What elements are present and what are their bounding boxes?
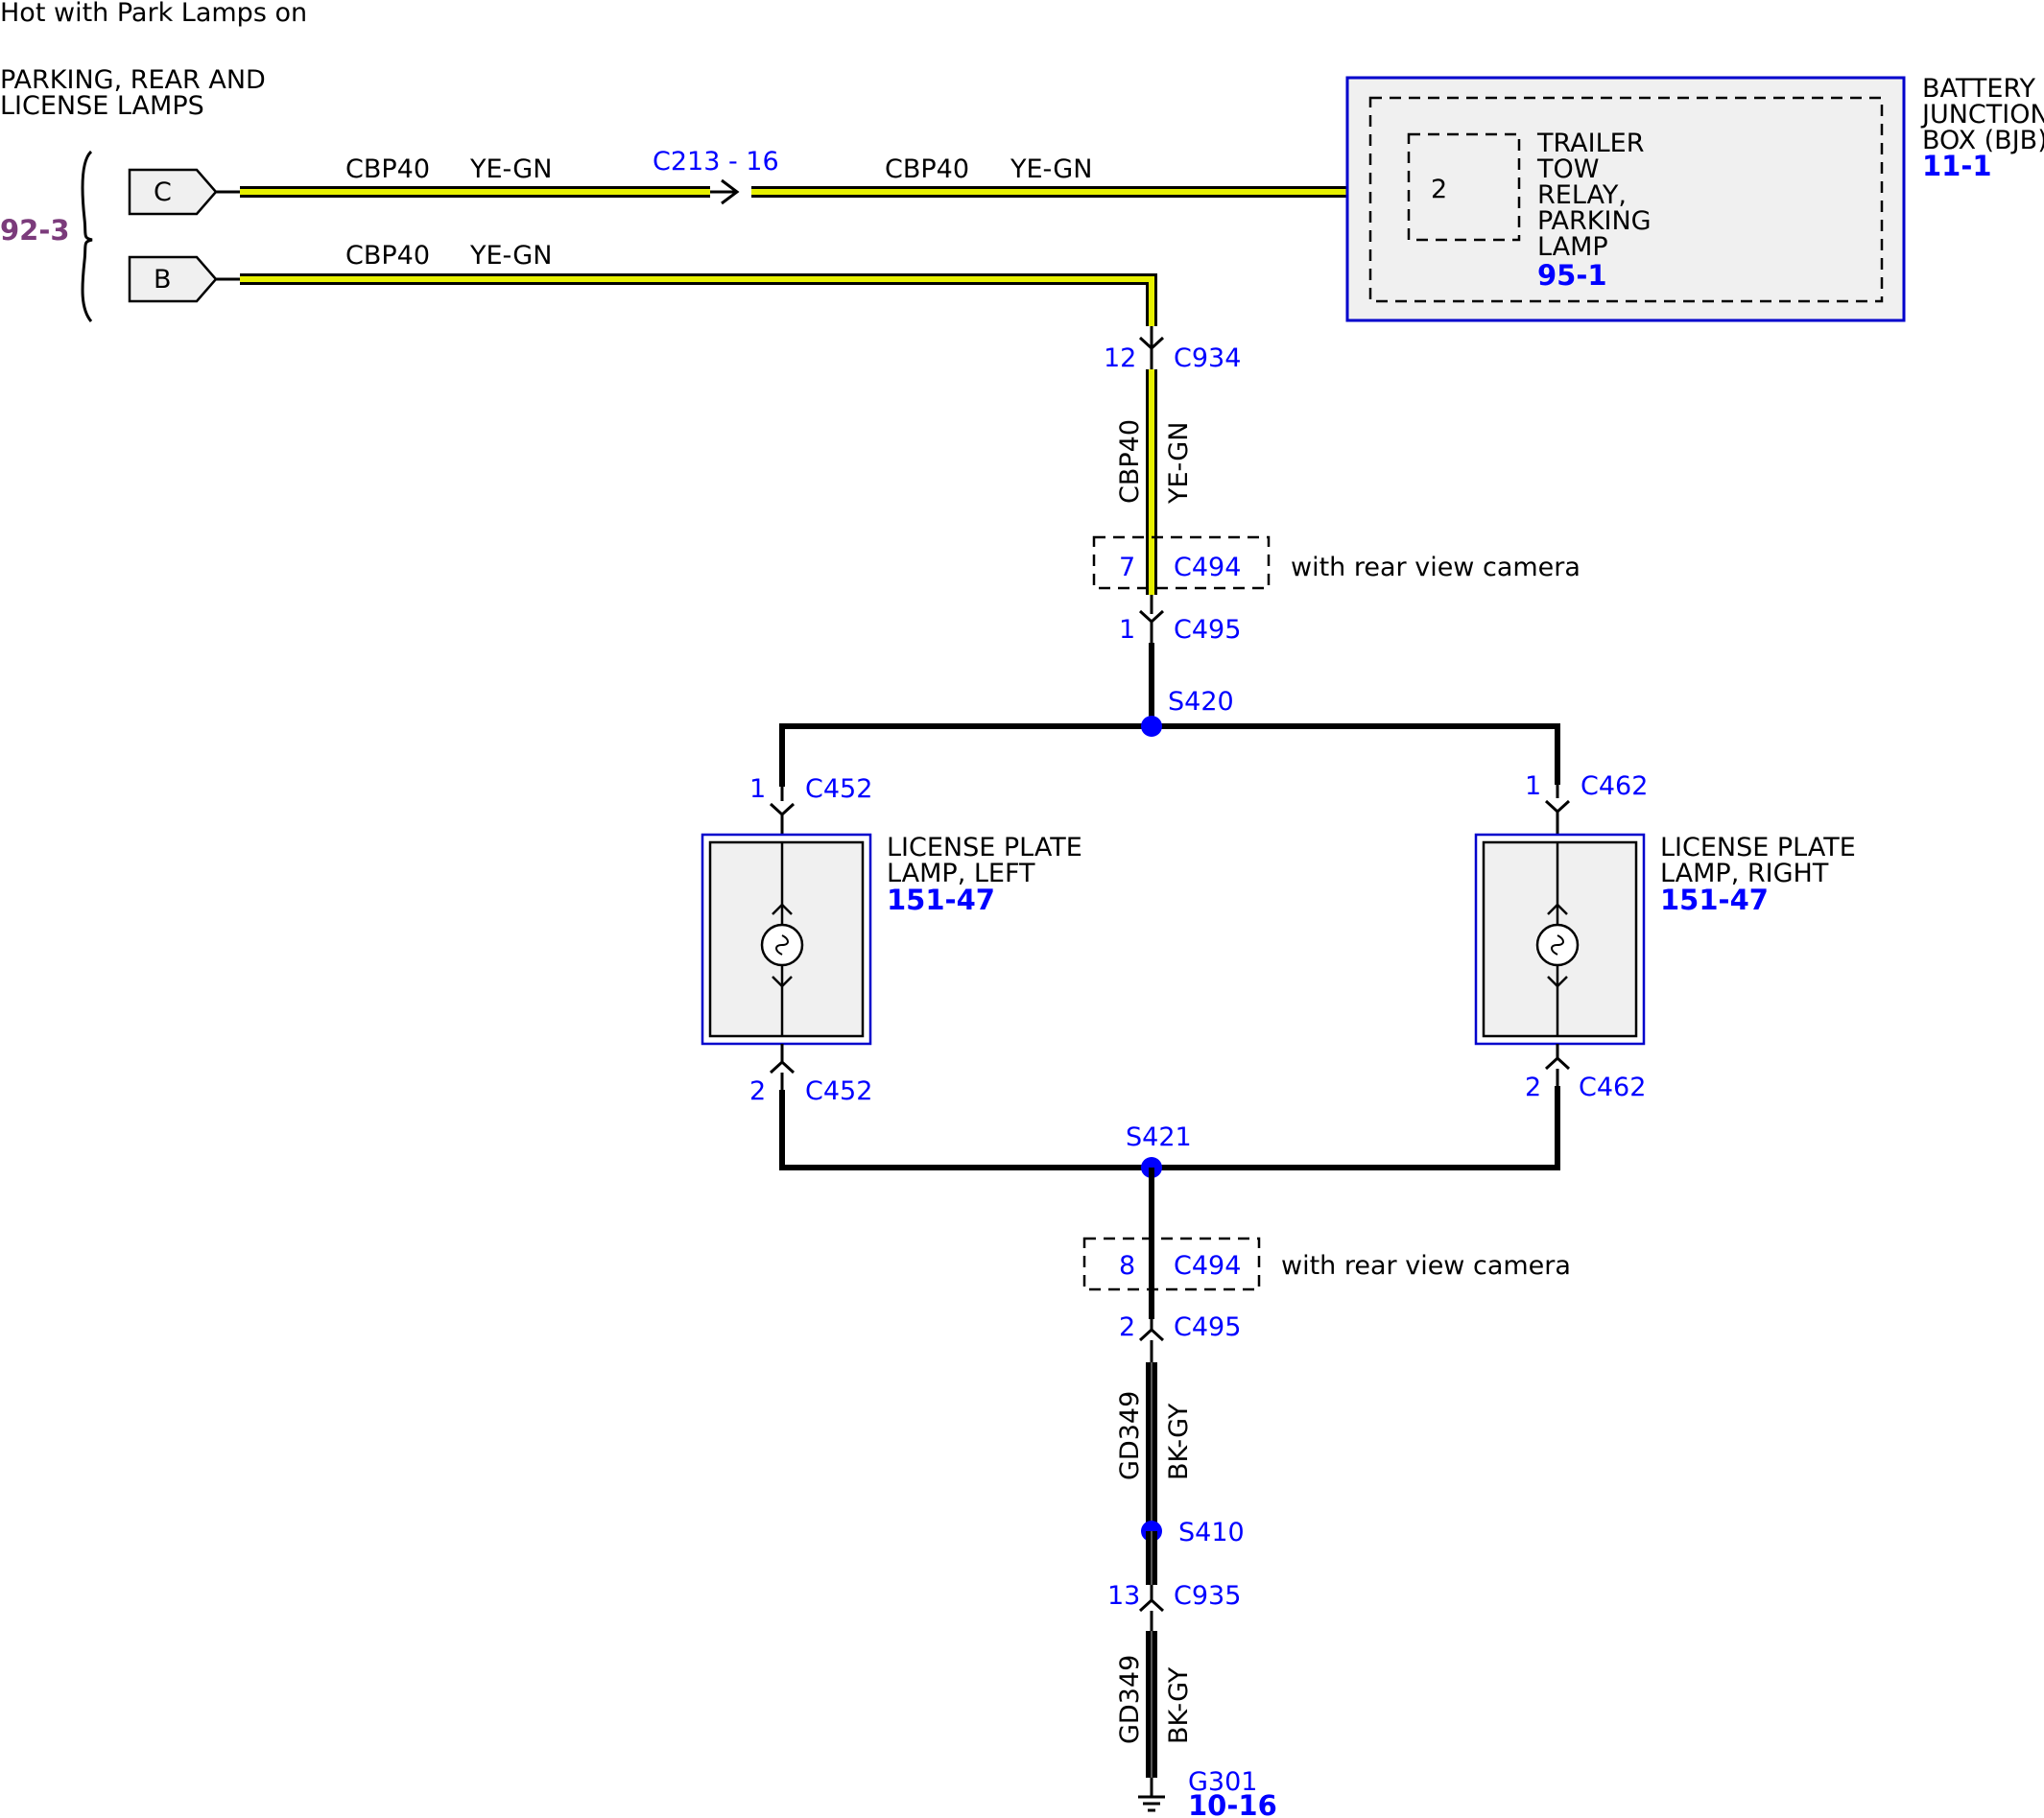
c462-top-name[interactable]: C462 bbox=[1581, 771, 1648, 801]
connector-c935[interactable] bbox=[1138, 1585, 1165, 1631]
connector-c452-bottom[interactable] bbox=[769, 1044, 796, 1090]
source-ref[interactable]: 92-3 bbox=[0, 214, 70, 247]
wire-vertical-circuit: CBP40 bbox=[1115, 419, 1145, 504]
splice-s420[interactable] bbox=[1141, 716, 1162, 737]
wire-gd-upper-color: BK-GY bbox=[1164, 1403, 1194, 1480]
c494-bot-name[interactable]: C494 bbox=[1174, 1251, 1241, 1281]
c494-bot-note: with rear view camera bbox=[1281, 1251, 1571, 1281]
pin-b: B bbox=[128, 255, 218, 303]
ground-name[interactable]: G301 bbox=[1188, 1767, 1257, 1797]
s421-label[interactable]: S421 bbox=[1126, 1122, 1192, 1152]
pin-c: C bbox=[128, 168, 218, 216]
relay-line3: RELAY, bbox=[1537, 180, 1627, 210]
bjb-line3: BOX (BJB) bbox=[1922, 126, 2044, 155]
lamp-left-ref[interactable]: 151-47 bbox=[887, 884, 995, 916]
ground-icon bbox=[1138, 1778, 1165, 1812]
wire-upper-right-circuit: CBP40 bbox=[885, 154, 969, 184]
wire-upper-color: YE-GN bbox=[469, 154, 552, 184]
wire-vertical-color: YE-GN bbox=[1164, 422, 1194, 505]
c934-pin: 12 bbox=[1104, 343, 1136, 373]
wire-gd-upper-circuit: GD349 bbox=[1115, 1391, 1145, 1480]
relay-line5: LAMP bbox=[1537, 232, 1608, 262]
c452-bot-pin: 2 bbox=[749, 1076, 766, 1106]
wire-gd-lower-color: BK-GY bbox=[1164, 1666, 1194, 1744]
relay-line4: PARKING bbox=[1537, 206, 1652, 236]
bjb-line1: BATTERY bbox=[1922, 74, 2036, 104]
wire-gd-lower-circuit: GD349 bbox=[1115, 1655, 1145, 1744]
c935-pin: 13 bbox=[1107, 1581, 1140, 1611]
pin-c-label: C bbox=[154, 177, 172, 207]
lamp-right-line1: LICENSE PLATE bbox=[1660, 833, 1856, 862]
c495-bot-pin: 2 bbox=[1119, 1312, 1135, 1342]
s420-label[interactable]: S420 bbox=[1168, 687, 1234, 717]
connector-c495-bottom[interactable] bbox=[1138, 1319, 1165, 1362]
wire-s420-branches bbox=[779, 723, 1560, 787]
license-plate-lamp-right[interactable] bbox=[1474, 833, 1646, 1046]
c495-top-name[interactable]: C495 bbox=[1174, 615, 1241, 645]
c462-bot-pin: 2 bbox=[1525, 1073, 1541, 1102]
c494-bottom-box[interactable] bbox=[1082, 1237, 1261, 1291]
wire-upper-circuit: CBP40 bbox=[345, 154, 430, 184]
connector-c495-top[interactable] bbox=[1138, 595, 1165, 643]
c495-bot-name[interactable]: C495 bbox=[1174, 1312, 1241, 1342]
relay-box[interactable] bbox=[1407, 132, 1521, 242]
relay-line1: TRAILER bbox=[1536, 129, 1644, 158]
bjb-ref[interactable]: 11-1 bbox=[1922, 150, 1992, 182]
connector-c462-bottom[interactable] bbox=[1544, 1044, 1571, 1086]
c494-top-pin: 7 bbox=[1119, 553, 1135, 582]
c494-bot-pin: 8 bbox=[1119, 1251, 1135, 1281]
lamp-left-line1: LICENSE PLATE bbox=[887, 833, 1082, 862]
lamp-right-line2: LAMP, RIGHT bbox=[1660, 859, 1829, 888]
source-label-line1: PARKING, REAR AND bbox=[0, 65, 266, 95]
wire-lower-color: YE-GN bbox=[469, 241, 552, 271]
ground-ref[interactable]: 10-16 bbox=[1188, 1789, 1277, 1818]
c452-bot-name[interactable]: C452 bbox=[805, 1076, 872, 1106]
wire-upper-right-color: YE-GN bbox=[1010, 154, 1092, 184]
c934-name[interactable]: C934 bbox=[1174, 343, 1241, 373]
c494-top-box[interactable] bbox=[1092, 535, 1271, 590]
pin-b-label: B bbox=[154, 265, 172, 295]
c935-name[interactable]: C935 bbox=[1174, 1581, 1241, 1611]
battery-junction-box[interactable] bbox=[1345, 76, 1906, 322]
c494-top-note: with rear view camera bbox=[1291, 553, 1581, 582]
s410-label[interactable]: S410 bbox=[1178, 1518, 1245, 1547]
c495-top-pin: 1 bbox=[1119, 615, 1135, 645]
wire-lower-circuit: CBP40 bbox=[345, 241, 430, 271]
bjb-line2: JUNCTION bbox=[1920, 100, 2044, 130]
connector-c213[interactable] bbox=[710, 178, 740, 205]
lamp-left-line2: LAMP, LEFT bbox=[887, 859, 1035, 888]
c462-top-pin: 1 bbox=[1525, 771, 1541, 801]
c452-top-name[interactable]: C452 bbox=[805, 774, 872, 804]
wire-cbp40-lower bbox=[216, 273, 1157, 347]
bjb-pin: 2 bbox=[1431, 175, 1447, 204]
c494-top-name[interactable]: C494 bbox=[1174, 553, 1241, 582]
c213-label[interactable]: C213 - 16 bbox=[653, 147, 779, 177]
c452-top-pin: 1 bbox=[749, 774, 766, 804]
c462-bot-name[interactable]: C462 bbox=[1579, 1073, 1646, 1102]
relay-line2: TOW bbox=[1536, 154, 1599, 184]
wire-s421-branches bbox=[779, 1086, 1560, 1170]
source-label-line2: LICENSE LAMPS bbox=[0, 91, 204, 121]
lamp-right-ref[interactable]: 151-47 bbox=[1660, 884, 1769, 916]
source-brace bbox=[81, 150, 93, 322]
diagram-title: Hot with Park Lamps on bbox=[0, 0, 307, 28]
connector-c934[interactable] bbox=[1138, 336, 1165, 369]
license-plate-lamp-left[interactable] bbox=[701, 833, 872, 1046]
relay-ref[interactable]: 95-1 bbox=[1537, 259, 1607, 292]
